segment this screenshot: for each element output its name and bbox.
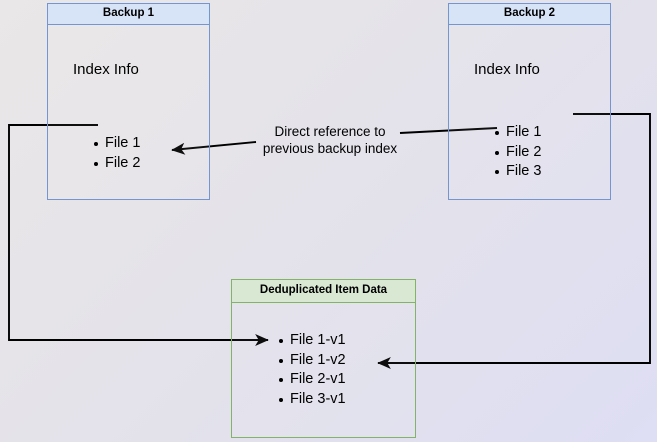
node-backup-1[interactable]: Backup 1 Index Info File 1 File 2 <box>47 3 210 200</box>
list-item: File 1 <box>93 134 140 154</box>
backup-1-header: Backup 1 <box>48 4 209 25</box>
edge-label-direct-reference: Direct reference to previous backup inde… <box>250 123 410 157</box>
backup-2-index-info-label: Index Info <box>474 61 540 78</box>
backup-1-body: Index Info File 1 File 2 <box>48 25 209 199</box>
list-item: File 2-v1 <box>279 370 346 390</box>
backup-1-file-list: File 1 File 2 <box>88 134 140 173</box>
edge-label-line-1: Direct reference to <box>274 124 386 139</box>
backup-2-body: Index Info File 1 File 2 File 3 <box>449 25 610 199</box>
list-item: File 1-v1 <box>279 331 346 351</box>
edge-label-line-2: previous backup index <box>262 141 398 156</box>
backup-2-file-list: File 1 File 2 File 3 <box>489 123 541 182</box>
backup-1-index-info-label: Index Info <box>73 61 139 78</box>
list-item: File 1-v2 <box>279 351 346 371</box>
dedup-header: Deduplicated Item Data <box>232 280 415 303</box>
dedup-file-list: File 1-v1 File 1-v2 File 2-v1 File 3-v1 <box>273 331 346 409</box>
node-deduplicated-item-data[interactable]: Deduplicated Item Data File 1-v1 File 1-… <box>231 279 416 438</box>
list-item: File 3 <box>494 162 541 182</box>
node-backup-2[interactable]: Backup 2 Index Info File 1 File 2 File 3 <box>448 3 611 200</box>
dedup-body: File 1-v1 File 1-v2 File 2-v1 File 3-v1 <box>232 303 415 437</box>
list-item: File 2 <box>93 154 140 174</box>
list-item: File 3-v1 <box>279 390 346 410</box>
list-item: File 1 <box>494 123 541 143</box>
list-item: File 2 <box>494 143 541 163</box>
backup-2-header: Backup 2 <box>449 4 610 25</box>
